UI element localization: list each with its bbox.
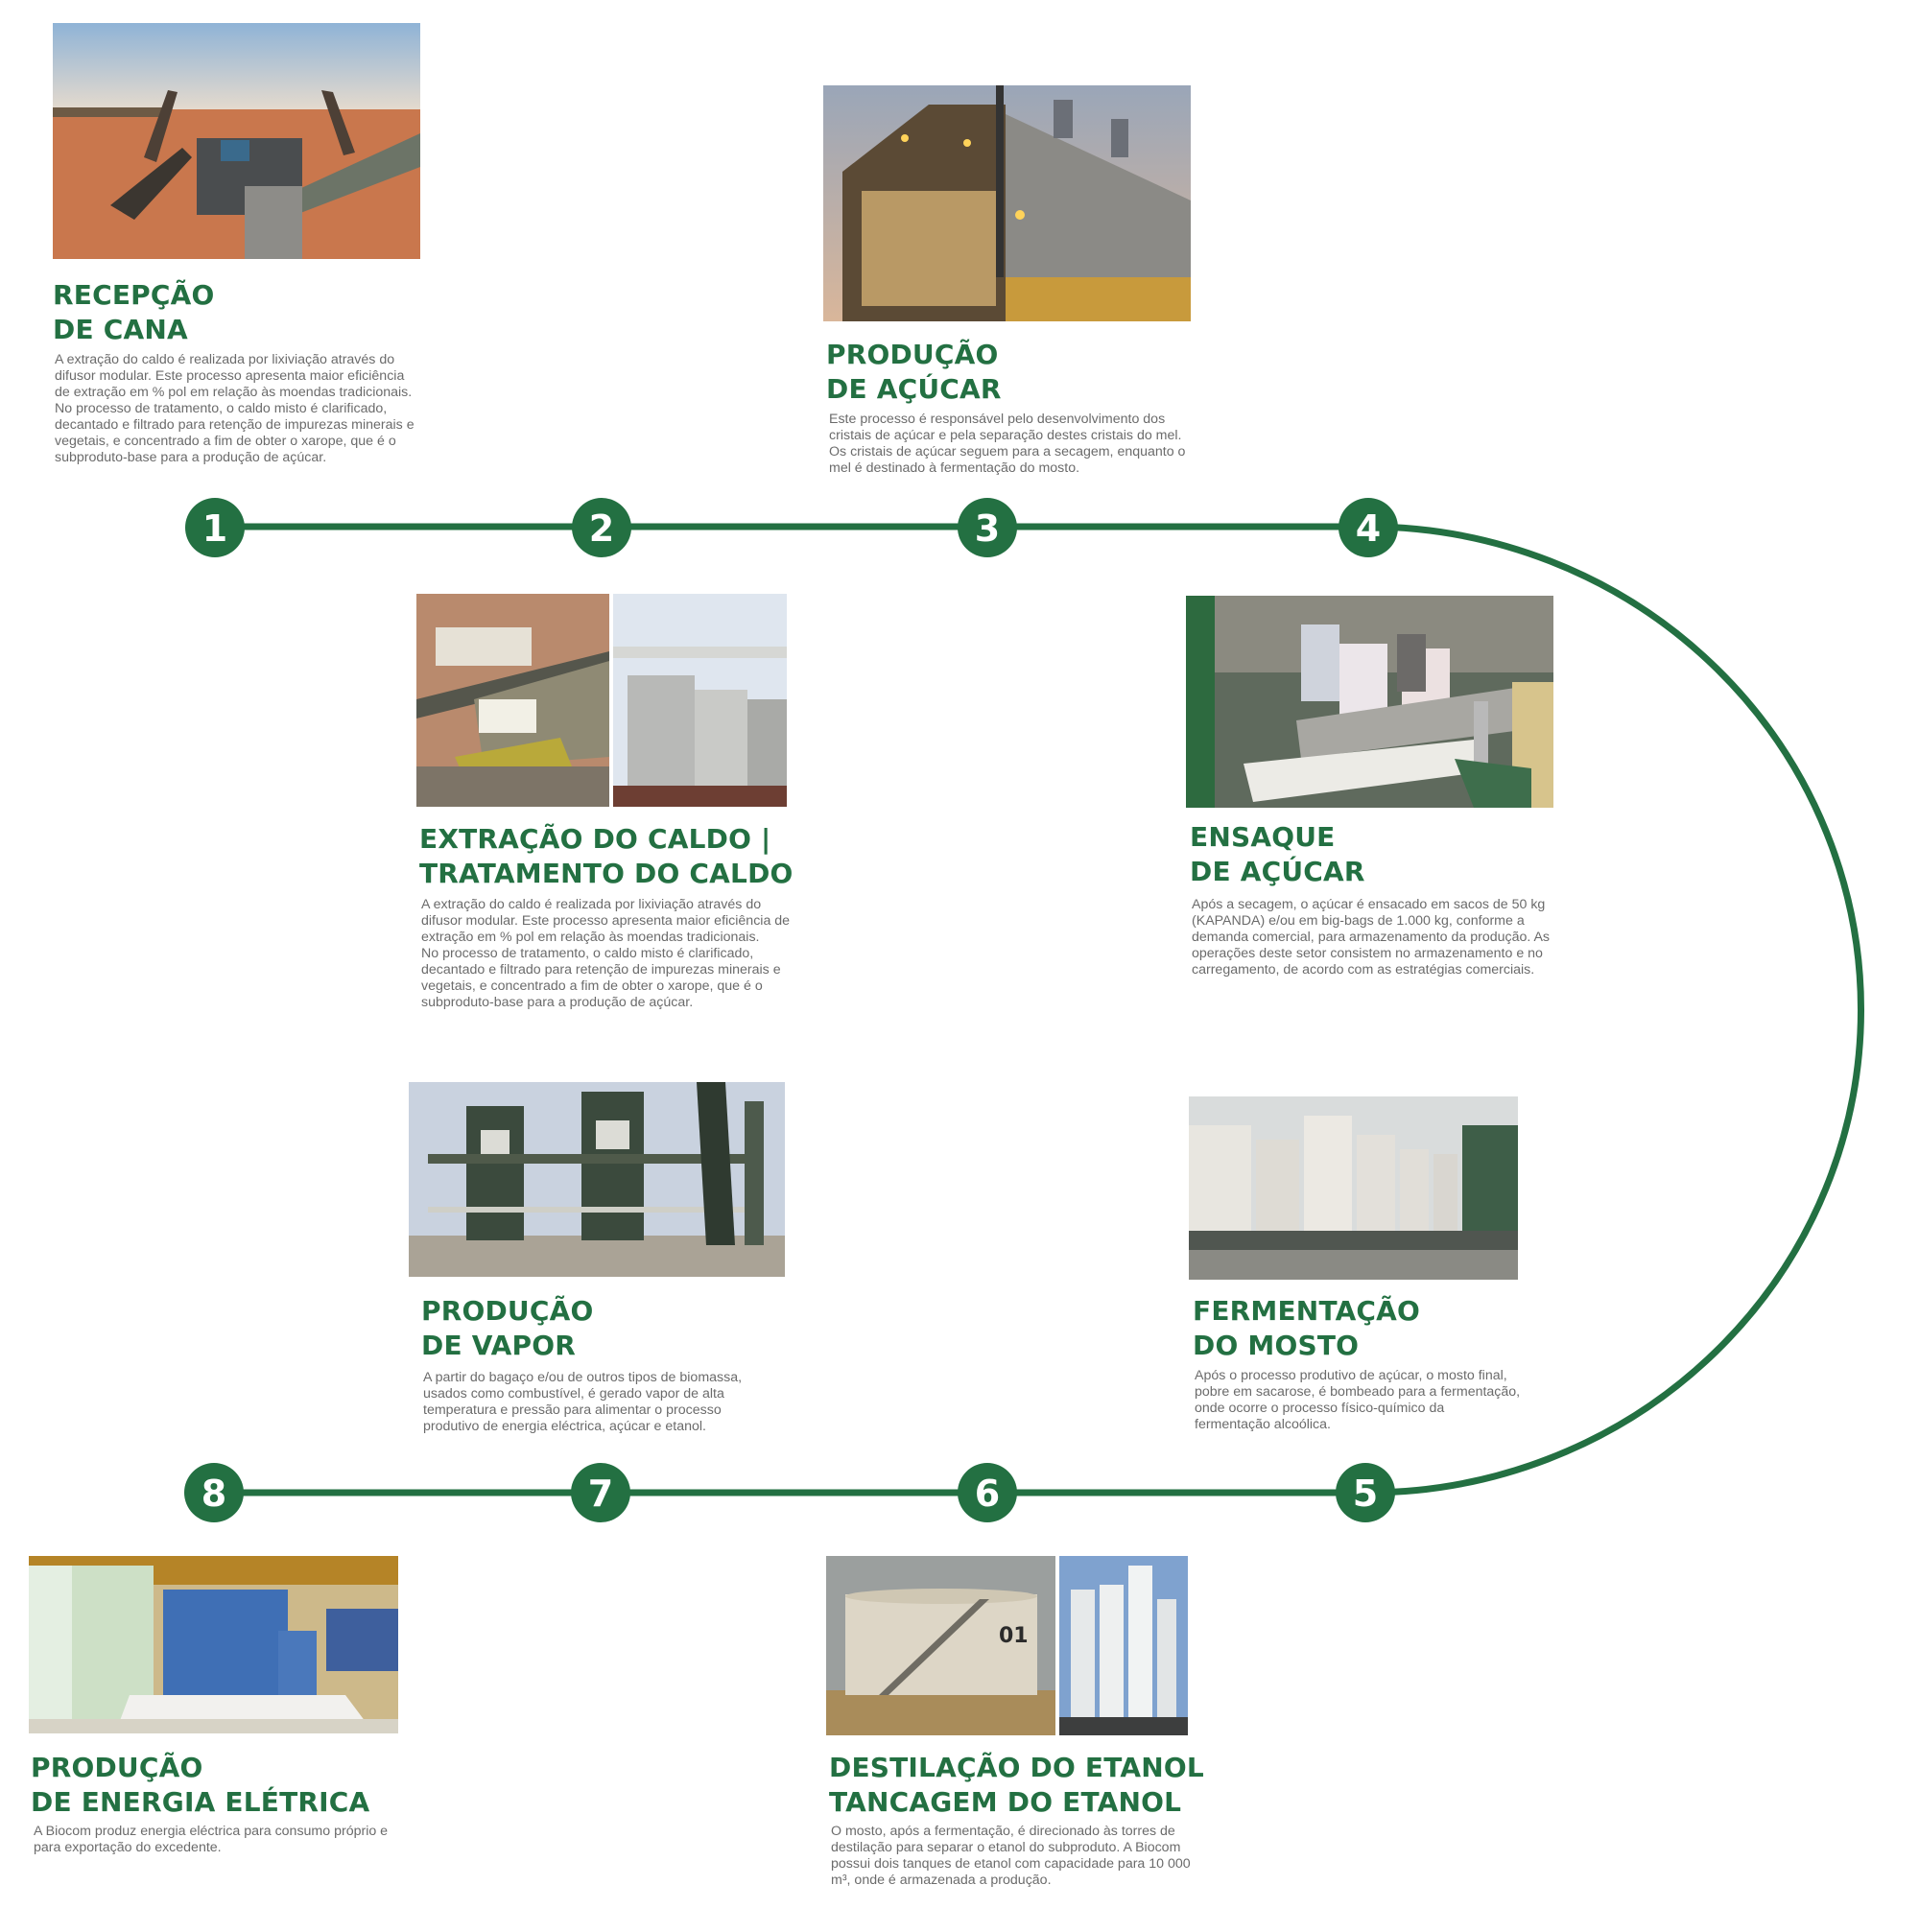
desc-line: de extração em % pol em relação às moend…	[55, 385, 413, 400]
step-number: 1	[202, 507, 227, 550]
step-7-title: PRODUÇÃO DE VAPOR	[421, 1294, 594, 1363]
desc-line: possui dois tanques de etanol com capaci…	[831, 1856, 1191, 1872]
diffuser-and-evaporator-photos	[416, 594, 787, 807]
desc-line: O mosto, após a fermentação, é direciona…	[831, 1824, 1175, 1839]
desc-line: subproduto-base para a produção de açúca…	[421, 995, 694, 1010]
desc-line: difusor modular. Este processo apresenta…	[421, 913, 791, 929]
step-number: 8	[201, 1473, 226, 1515]
step-number: 2	[589, 507, 614, 550]
step-5-description: Após o processo produtivo de açúcar, o m…	[1195, 1368, 1520, 1433]
step-marker-8[interactable]: 8	[184, 1463, 244, 1522]
step-marker-6[interactable]: 6	[958, 1463, 1017, 1522]
desc-line: fermentação alcoólica.	[1195, 1417, 1331, 1432]
desc-line: Os cristais de açúcar seguem para a seca…	[829, 444, 1186, 459]
desc-line: carregamento, de acordo com as estratégi…	[1192, 962, 1535, 978]
desc-line: A partir do bagaço e/ou de outros tipos …	[423, 1370, 743, 1385]
desc-line: Este processo é responsável pelo desenvo…	[829, 412, 1166, 427]
step-2-description: A extração do caldo é realizada por lixi…	[421, 897, 790, 1011]
desc-line: m³, onde é armazenada a produção.	[831, 1873, 1052, 1888]
step-number: 7	[588, 1473, 613, 1515]
title-line: PRODUÇÃO	[421, 1295, 594, 1327]
step-4-title: ENSAQUE DE AÇÚCAR	[1190, 820, 1365, 889]
sugar-factory-night-photo	[823, 85, 1191, 321]
title-line: TANCAGEM DO ETANOL	[829, 1786, 1182, 1818]
step-number: 5	[1353, 1473, 1378, 1515]
title-line: EXTRAÇÃO DO CALDO |	[419, 823, 771, 855]
sugar-bagging-photo	[1186, 596, 1553, 808]
fermentation-tanks-photo	[1189, 1096, 1518, 1280]
desc-line: A Biocom produz energia eléctrica para c…	[34, 1824, 389, 1839]
step-marker-7[interactable]: 7	[571, 1463, 630, 1522]
desc-line: No processo de tratamento, o caldo misto…	[55, 401, 388, 416]
desc-line: produtivo de energia eléctrica, açúcar e…	[423, 1419, 706, 1434]
desc-line: pobre em sacarose, é bombeado para a fer…	[1195, 1384, 1521, 1400]
desc-line: usados como combustível, é gerado vapor …	[423, 1386, 724, 1402]
desc-line: demanda comercial, para armazenamento da…	[1192, 930, 1551, 945]
desc-line: Após a secagem, o açúcar é ensacado em s…	[1192, 897, 1546, 912]
title-line: RECEPÇÃO	[53, 279, 215, 311]
desc-line: difusor modular. Este processo apresenta…	[55, 368, 405, 384]
step-1-description: A extração do caldo é realizada por lixi…	[55, 352, 415, 466]
title-line: PRODUÇÃO	[826, 339, 999, 370]
step-5-title: FERMENTAÇÃO DO MOSTO	[1193, 1294, 1420, 1363]
sugarcane-reception-photo	[53, 23, 420, 259]
desc-line: No processo de tratamento, o caldo misto…	[421, 946, 754, 961]
step-number: 4	[1356, 507, 1381, 550]
step-marker-3[interactable]: 3	[958, 498, 1017, 557]
desc-line: (KAPANDA) e/ou em big-bags de 1.000 kg, …	[1192, 913, 1525, 929]
desc-line: operações deste setor consistem no armaz…	[1192, 946, 1543, 961]
desc-line: extração em % pol em relação às moendas …	[421, 930, 760, 945]
desc-line: A extração do caldo é realizada por lixi…	[55, 352, 395, 367]
desc-line: onde ocorre o processo físico-químico da	[1195, 1401, 1445, 1416]
step-7-description: A partir do bagaço e/ou de outros tipos …	[423, 1370, 742, 1435]
step-marker-2[interactable]: 2	[572, 498, 631, 557]
step-number: 3	[975, 507, 1000, 550]
title-line: TRATAMENTO DO CALDO	[419, 858, 794, 889]
title-line: DO MOSTO	[1193, 1330, 1360, 1361]
step-1-title: RECEPÇÃO DE CANA	[53, 278, 215, 347]
step-4-description: Após a secagem, o açúcar é ensacado em s…	[1192, 897, 1550, 978]
desc-line: decantado e filtrado para retenção de im…	[421, 962, 781, 978]
title-line: DE ENERGIA ELÉTRICA	[31, 1786, 370, 1818]
boiler-plant-photo	[409, 1082, 785, 1277]
desc-line: vegetais, e concentrado a fim de obter o…	[421, 978, 763, 994]
step-number: 6	[975, 1473, 1000, 1515]
desc-line: subproduto-base para a produção de açúca…	[55, 450, 327, 465]
desc-line: Após o processo produtivo de açúcar, o m…	[1195, 1368, 1507, 1383]
desc-line: temperatura e pressão para alimentar o p…	[423, 1402, 722, 1418]
step-6-description: O mosto, após a fermentação, é direciona…	[831, 1824, 1191, 1889]
step-2-title: EXTRAÇÃO DO CALDO | TRATAMENTO DO CALDO	[419, 822, 794, 891]
flow-curve-right	[1364, 523, 1864, 1496]
step-marker-1[interactable]: 1	[185, 498, 245, 557]
step-3-description: Este processo é responsável pelo desenvo…	[829, 412, 1185, 477]
title-line: PRODUÇÃO	[31, 1752, 203, 1783]
title-line: DE CANA	[53, 314, 188, 345]
title-line: FERMENTAÇÃO	[1193, 1295, 1421, 1327]
title-line: DE AÇÚCAR	[1190, 856, 1365, 887]
ethanol-tank-and-distillery-photos: 01	[826, 1556, 1188, 1735]
desc-line: para exportação do excedente.	[34, 1840, 222, 1855]
step-8-title: PRODUÇÃO DE ENERGIA ELÉTRICA	[31, 1751, 369, 1820]
title-line: DESTILAÇÃO DO ETANOL	[829, 1752, 1204, 1783]
step-marker-5[interactable]: 5	[1336, 1463, 1395, 1522]
desc-line: A extração do caldo é realizada por lixi…	[421, 897, 762, 912]
desc-line: vegetais, e concentrado a fim de obter o…	[55, 434, 396, 449]
title-line: DE AÇÚCAR	[826, 373, 1002, 405]
step-marker-4[interactable]: 4	[1339, 498, 1398, 557]
turbo-generator-photo	[29, 1556, 398, 1733]
tank-label: 01	[999, 1624, 1029, 1648]
title-line: ENSAQUE	[1190, 821, 1336, 853]
desc-line: mel é destinado à fermentação do mosto.	[829, 460, 1080, 476]
step-3-title: PRODUÇÃO DE AÇÚCAR	[826, 338, 1002, 407]
desc-line: destilação para separar o etanol do subp…	[831, 1840, 1181, 1855]
step-8-description: A Biocom produz energia eléctrica para c…	[34, 1824, 388, 1856]
desc-line: cristais de açúcar e pela separação dest…	[829, 428, 1182, 443]
title-line: DE VAPOR	[421, 1330, 577, 1361]
step-6-title: DESTILAÇÃO DO ETANOL TANCAGEM DO ETANOL	[829, 1751, 1204, 1820]
desc-line: decantado e filtrado para retenção de im…	[55, 417, 415, 433]
